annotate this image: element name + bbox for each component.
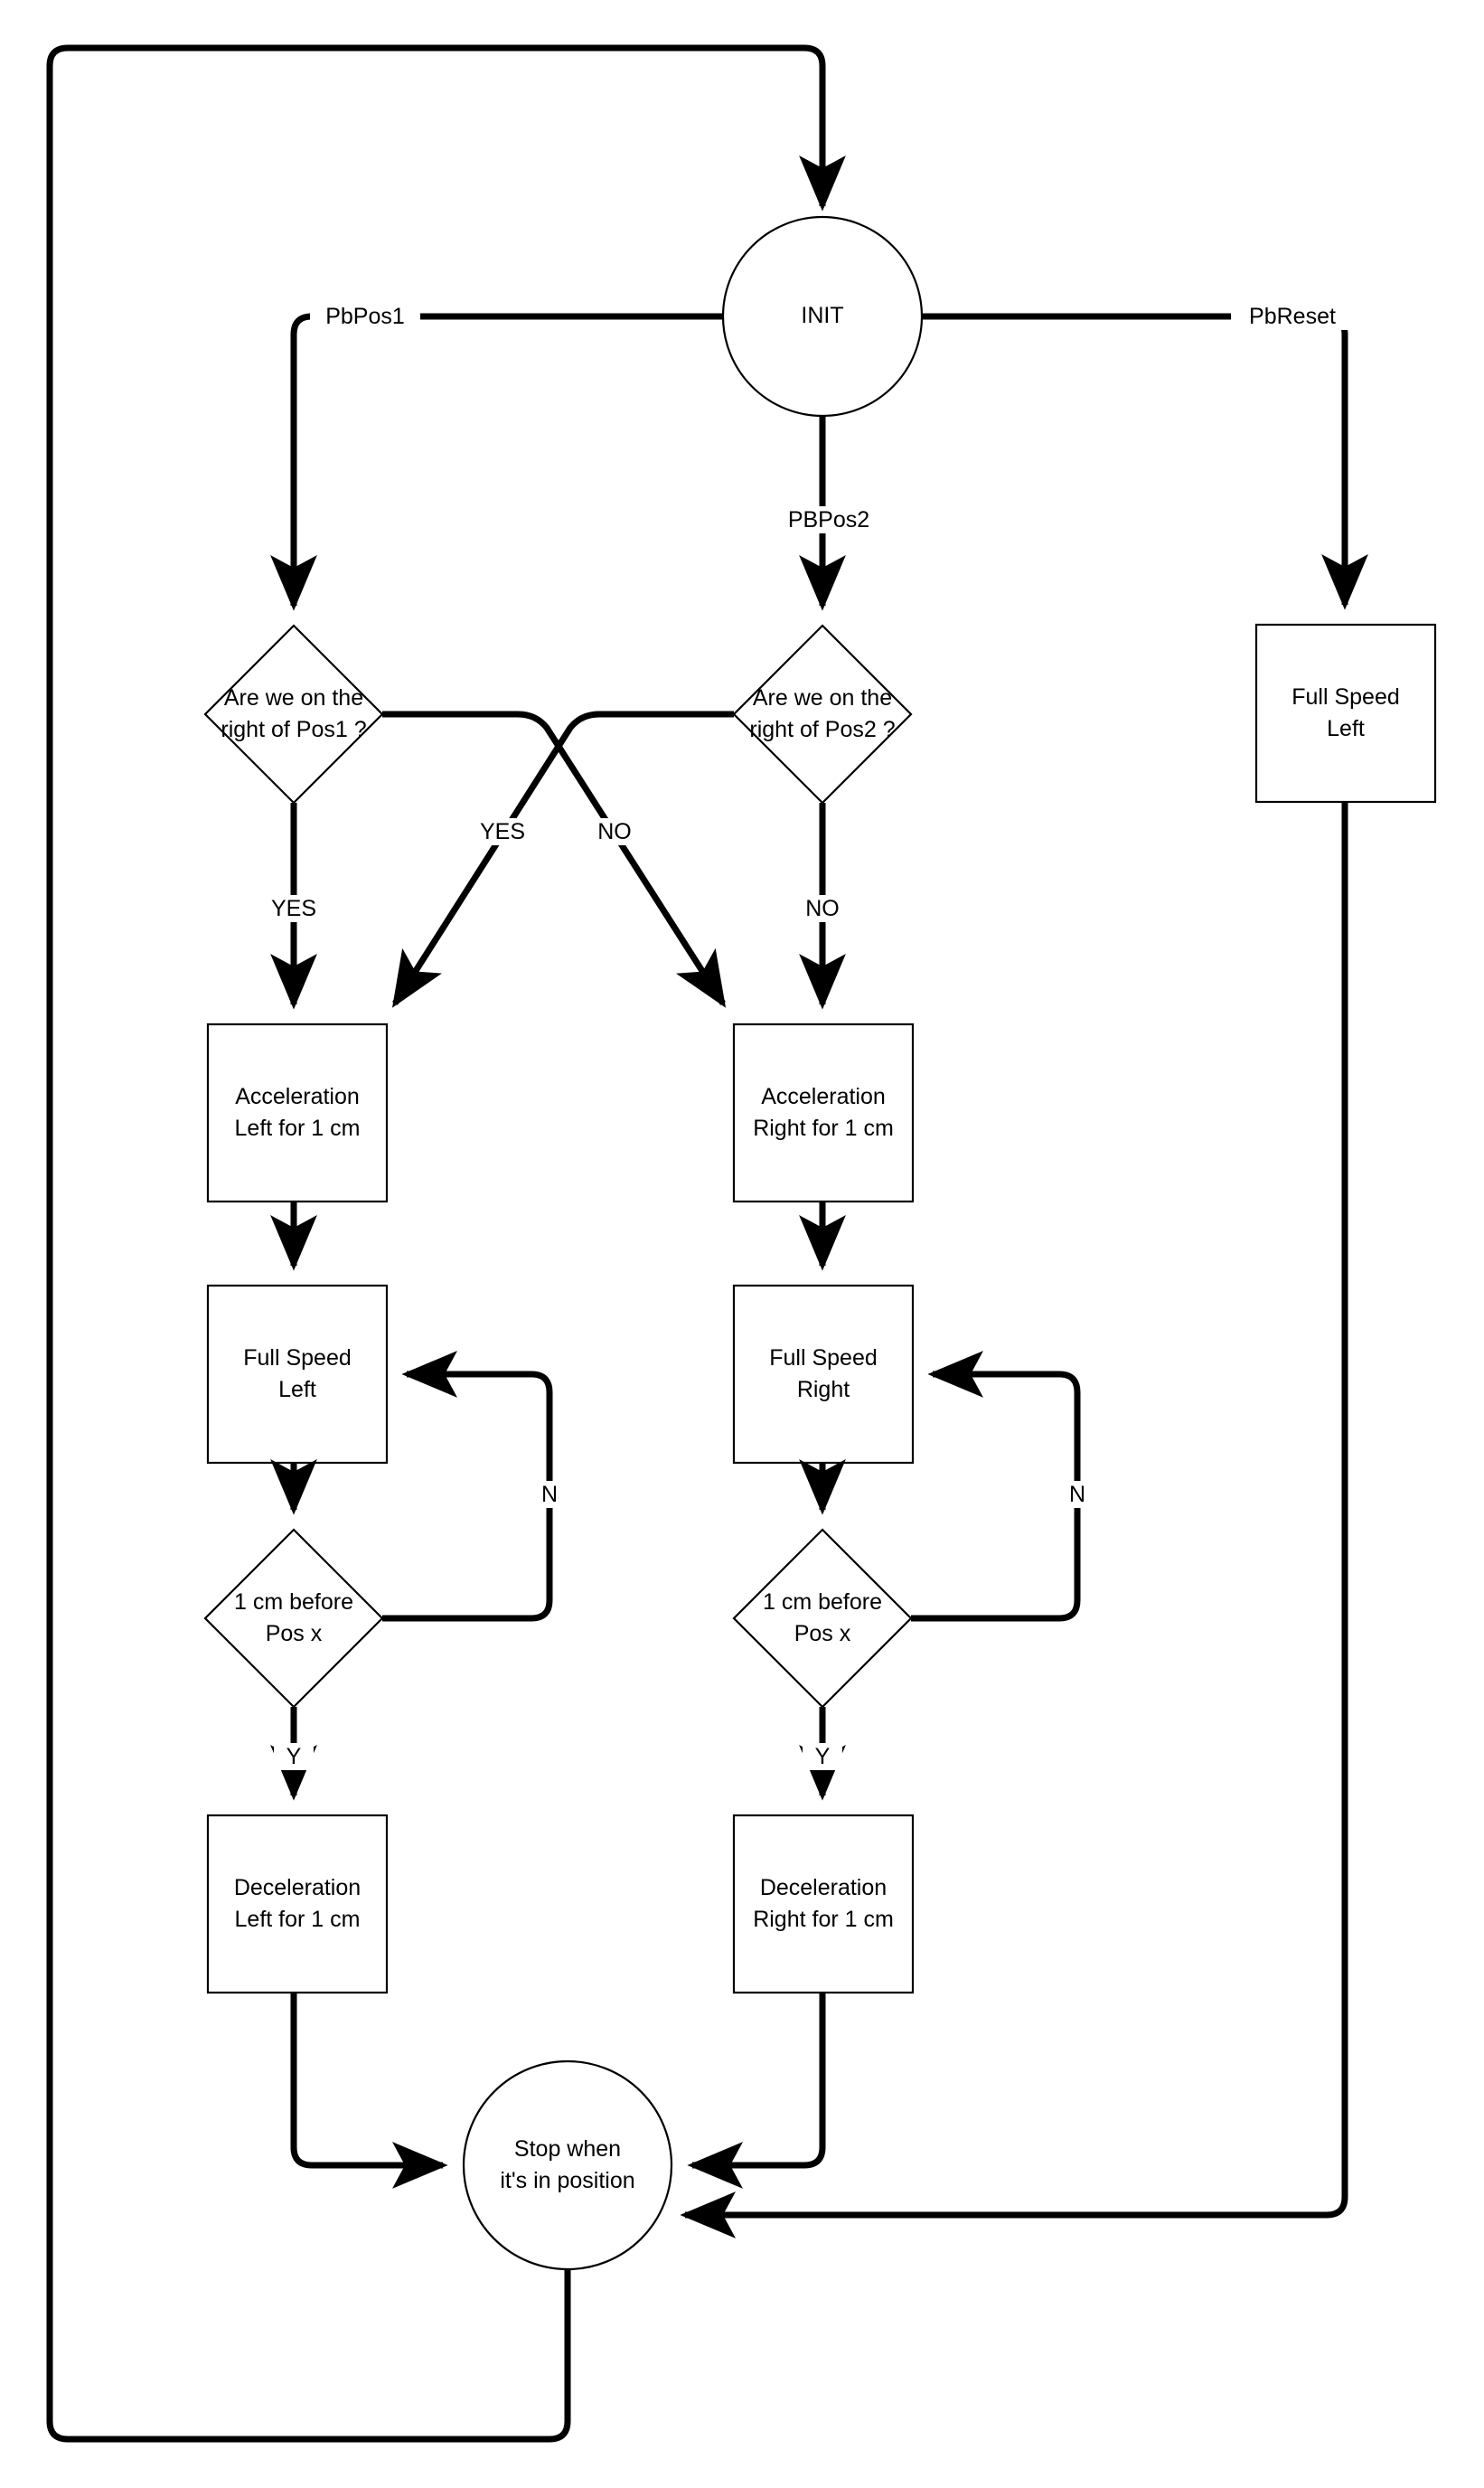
edge-label-pbreset: PbReset (1231, 303, 1354, 330)
edge-label-n-right: N (1057, 1481, 1097, 1508)
node-fs-left-shape[interactable] (206, 1284, 389, 1465)
edge-chk-right-n-loop (911, 1351, 1081, 1622)
edge-label-y-right: Y (803, 1743, 842, 1770)
node-accel-right-shape[interactable] (732, 1023, 915, 1203)
edge-label-no-top: NO (583, 818, 646, 845)
edge-label-y-left: Y (274, 1743, 314, 1770)
node-accel-left-shape[interactable] (206, 1023, 389, 1203)
edge-init-to-dec-pos1-run (270, 313, 723, 611)
edge-label-n-left: N (530, 1481, 569, 1508)
edge-label-pbpos2: PBPos2 (771, 506, 887, 533)
node-init-shape[interactable] (721, 215, 924, 418)
edge-decel-right-to-stop (687, 1993, 826, 2189)
node-decel-right-shape[interactable] (732, 1814, 915, 1994)
edge-label-yes-down: YES (258, 895, 330, 922)
node-dec-pos1-shape[interactable] (203, 624, 384, 805)
node-dec-pos2-shape[interactable] (732, 624, 913, 805)
edge-init-to-fs-left-reset (922, 313, 1368, 610)
edge-chk-left-n-loop (382, 1351, 553, 1622)
edge-label-no-down: NO (791, 895, 854, 922)
node-stop-shape[interactable] (462, 2059, 673, 2271)
edge-fs-left-reset-to-stop (680, 802, 1348, 2238)
edge-label-yes-top: YES (466, 818, 539, 845)
node-decel-left-shape[interactable] (206, 1814, 389, 1994)
edge-label-pbpos1: PbPos1 (310, 303, 420, 330)
node-fs-right-shape[interactable] (732, 1284, 915, 1465)
node-chk-left-shape[interactable] (203, 1528, 384, 1709)
node-fs-left-reset-shape[interactable] (1254, 623, 1437, 804)
node-chk-right-shape[interactable] (732, 1528, 913, 1709)
edge-restart-to-init (46, 44, 846, 2443)
edge-pos1-no-to-accel-right (382, 711, 727, 1008)
edge-decel-left-to-stop (290, 1993, 448, 2189)
edge-pos2-yes-to-accel-left (391, 711, 734, 1008)
